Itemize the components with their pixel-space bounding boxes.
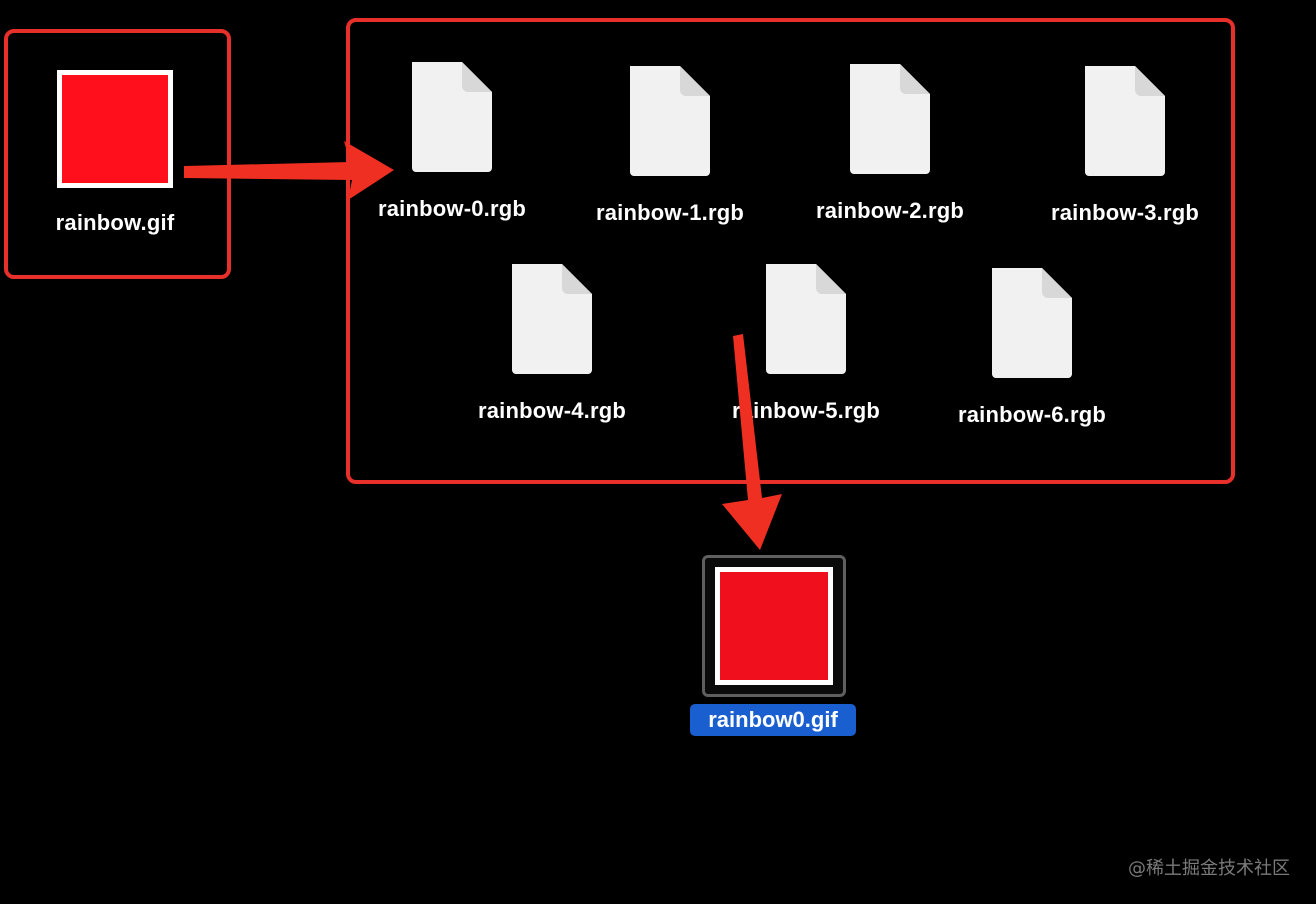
frames-highlight-frame: [346, 18, 1235, 484]
file-item-rainbow-6[interactable]: rainbow-6.rgb: [942, 264, 1122, 428]
file-label: rainbow-2.rgb: [815, 198, 965, 223]
file-item-rainbow-2[interactable]: rainbow-2.rgb: [800, 60, 980, 224]
document-icon: [630, 66, 710, 176]
document-icon: [1085, 66, 1165, 176]
file-label: rainbow.gif: [55, 210, 175, 235]
file-label: rainbow-1.rgb: [595, 200, 745, 225]
document-icon: [766, 264, 846, 374]
file-label: rainbow-3.rgb: [1050, 200, 1200, 225]
file-label: rainbow-4.rgb: [477, 398, 627, 423]
gif-thumbnail-icon: [57, 70, 173, 188]
file-item-rainbow-1[interactable]: rainbow-1.rgb: [580, 62, 760, 226]
file-item-output-gif[interactable]: [702, 555, 846, 697]
document-icon: [512, 264, 592, 374]
gif-thumbnail-icon: [715, 567, 833, 685]
file-item-rainbow-4[interactable]: rainbow-4.rgb: [462, 260, 642, 424]
file-label: rainbow-0.rgb: [377, 196, 527, 221]
document-icon: [850, 64, 930, 174]
file-item-rainbow-3[interactable]: rainbow-3.rgb: [1035, 62, 1215, 226]
file-item-rainbow-5[interactable]: rainbow-5.rgb: [716, 260, 896, 424]
watermark-text: @稀土掘金技术社区: [1128, 858, 1290, 879]
selected-file-label[interactable]: rainbow0.gif: [690, 704, 856, 736]
document-icon: [412, 62, 492, 172]
document-icon: [992, 268, 1072, 378]
file-item-source-gif[interactable]: rainbow.gif: [30, 70, 200, 236]
file-label: rainbow-6.rgb: [957, 402, 1107, 427]
file-label: rainbow-5.rgb: [731, 398, 881, 423]
file-item-rainbow-0[interactable]: rainbow-0.rgb: [362, 58, 542, 222]
